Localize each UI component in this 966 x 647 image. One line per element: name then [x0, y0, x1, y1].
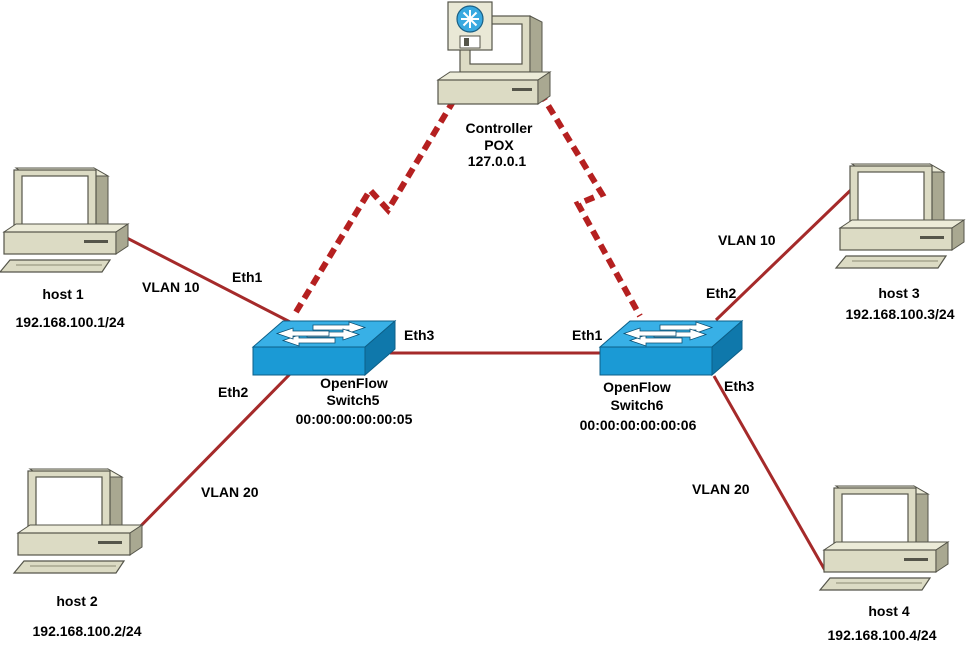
server-icon: [437, 1, 551, 105]
computer-icon: [835, 163, 965, 269]
host4-name: host 4: [868, 603, 909, 619]
link-host1-switch5: [122, 234, 297, 327]
switch-icon: [252, 320, 396, 376]
switch6-port-eth1: Eth1: [572, 327, 603, 343]
host3-ip: 192.168.100.3/24: [846, 306, 955, 322]
controller-ip: 127.0.0.1: [468, 153, 527, 169]
host1-node: host 1 192.168.100.1/24: [0, 167, 129, 330]
switch6-line1: OpenFlow: [603, 379, 671, 395]
host2-node: host 2 192.168.100.2/24: [13, 468, 143, 639]
switch6-node: OpenFlow Switch6 00:00:00:00:00:06 Eth1 …: [572, 285, 755, 433]
switch5-node: OpenFlow Switch5 00:00:00:00:00:05 Eth1 …: [218, 269, 435, 427]
switch5-dpid: 00:00:00:00:00:05: [296, 411, 413, 427]
controller-node: Controller POX 127.0.0.1: [437, 1, 551, 169]
vlan-label-host2: VLAN 20: [201, 484, 259, 500]
vlan-label-host3: VLAN 10: [718, 232, 776, 248]
host1-name: host 1: [42, 286, 83, 302]
switch5-port-eth3: Eth3: [404, 327, 435, 343]
host2-ip: 192.168.100.2/24: [33, 623, 142, 639]
computer-icon: [13, 468, 143, 574]
switch5-port-eth1: Eth1: [232, 269, 263, 285]
vlan-label-host1: VLAN 10: [142, 279, 200, 295]
switch5-line1: OpenFlow: [320, 375, 388, 391]
controller-name: Controller: [466, 120, 533, 136]
controller-link-switch6: [537, 90, 643, 318]
link-host2-switch5: [126, 370, 294, 541]
switch6-line2: Switch6: [611, 397, 664, 413]
controller-software: POX: [484, 137, 514, 153]
computer-icon: [0, 167, 129, 273]
link-host4-switch6: [712, 375, 828, 573]
vlan-label-host4: VLAN 20: [692, 481, 750, 497]
computer-icon: [819, 485, 949, 591]
switch6-port-eth3: Eth3: [724, 378, 755, 394]
switch5-line2: Switch5: [327, 392, 380, 408]
switch6-port-eth2: Eth2: [706, 285, 737, 301]
host1-ip: 192.168.100.1/24: [16, 314, 125, 330]
host3-name: host 3: [878, 285, 919, 301]
switch-icon: [599, 320, 743, 376]
link-host3-switch6: [714, 183, 858, 322]
host2-name: host 2: [56, 593, 97, 609]
switch5-port-eth2: Eth2: [218, 384, 249, 400]
controller-link-switch5: [293, 98, 457, 314]
host3-node: host 3 192.168.100.3/24: [835, 163, 965, 322]
switch6-dpid: 00:00:00:00:00:06: [580, 417, 697, 433]
host4-node: host 4 192.168.100.4/24: [819, 485, 949, 643]
host4-ip: 192.168.100.4/24: [828, 627, 937, 643]
